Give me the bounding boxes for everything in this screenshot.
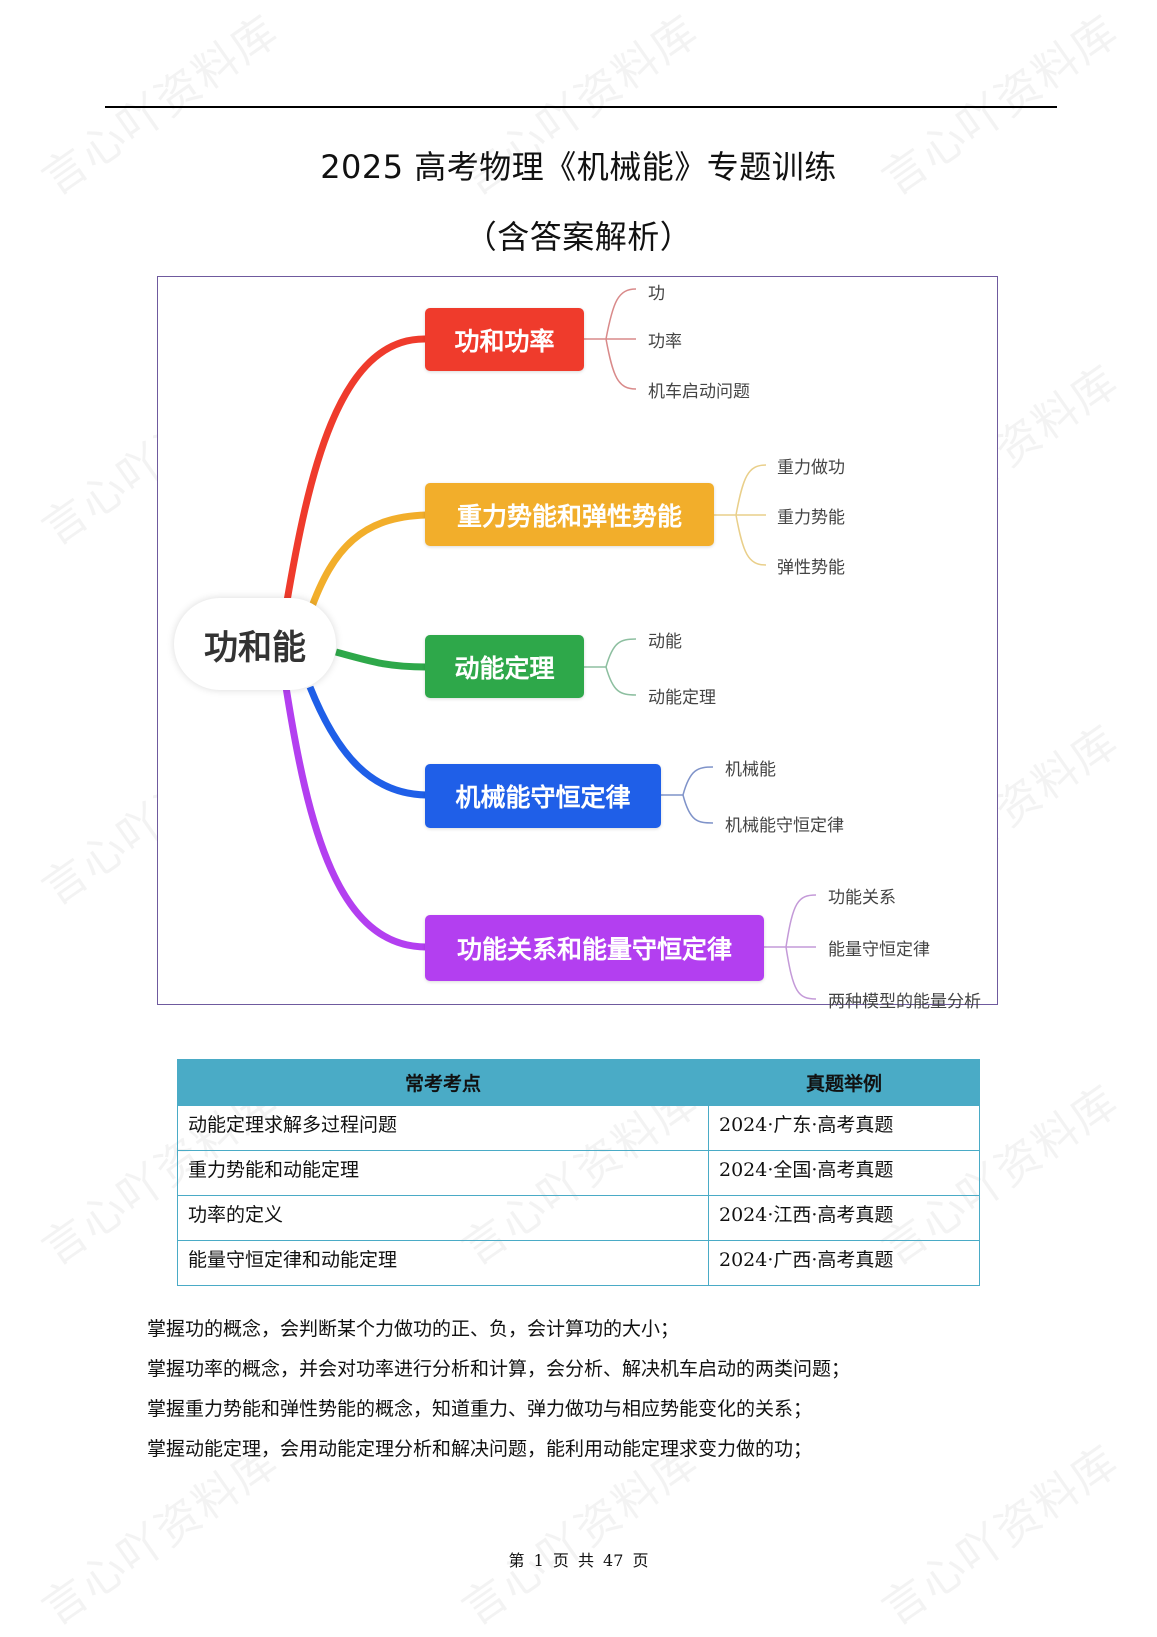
mindmap-leaf: 功率 <box>648 332 682 352</box>
mindmap-branch-kinetic-theorem: 动能定理 <box>425 635 584 698</box>
header-rule <box>105 106 1057 108</box>
table-row: 功率的定义 2024·江西·高考真题 <box>177 1195 980 1241</box>
exam-point-cell: 动能定理求解多过程问题 <box>177 1105 709 1151</box>
objective-line: 掌握重力势能和弹性势能的概念，知道重力、弹力做功与相应势能变化的关系； <box>147 1398 813 1420</box>
exam-points-table: 常考考点 真题举例 动能定理求解多过程问题 2024·广东·高考真题 重力势能和… <box>177 1059 980 1286</box>
page-number-footer: 第 1 页 共 47 页 <box>508 1551 649 1570</box>
mindmap-leaf: 动能 <box>648 632 682 652</box>
column-header-real-exam: 真题举例 <box>708 1059 980 1106</box>
table-row: 能量守恒定律和动能定理 2024·广西·高考真题 <box>177 1240 980 1286</box>
mindmap-leaf: 机械能 <box>725 760 776 780</box>
real-exam-cell: 2024·广西·高考真题 <box>708 1240 980 1286</box>
exam-point-cell: 功率的定义 <box>177 1195 709 1241</box>
mindmap-leaf: 功 <box>648 284 665 304</box>
mindmap-leaf: 重力势能 <box>777 508 845 528</box>
mindmap-leaf: 重力做功 <box>777 458 845 478</box>
mindmap-leaf: 能量守恒定律 <box>828 940 930 960</box>
exam-point-cell: 重力势能和动能定理 <box>177 1150 709 1196</box>
mindmap-center-node: 功和能 <box>174 598 336 690</box>
table-header-row: 常考考点 真题举例 <box>177 1059 980 1106</box>
column-header-exam-point: 常考考点 <box>177 1059 709 1106</box>
real-exam-cell: 2024·江西·高考真题 <box>708 1195 980 1241</box>
mindmap-branch-potential-energy: 重力势能和弹性势能 <box>425 483 714 546</box>
mindmap-leaf: 机车启动问题 <box>648 382 750 402</box>
mindmap-branch-mechanical-conservation: 机械能守恒定律 <box>425 764 661 828</box>
real-exam-cell: 2024·广东·高考真题 <box>708 1105 980 1151</box>
mindmap-leaf: 弹性势能 <box>777 558 845 578</box>
mindmap-leaf: 两种模型的能量分析 <box>828 992 981 1012</box>
mindmap-leaf: 功能关系 <box>828 888 896 908</box>
page-title: 2025 高考物理《机械能》专题训练 <box>320 148 837 186</box>
page-subtitle: （含答案解析） <box>464 218 693 256</box>
mindmap-branch-work-power: 功和功率 <box>425 308 584 371</box>
table-row: 动能定理求解多过程问题 2024·广东·高考真题 <box>177 1105 980 1151</box>
real-exam-cell: 2024·全国·高考真题 <box>708 1150 980 1196</box>
mindmap-leaf: 动能定理 <box>648 688 716 708</box>
mindmap-branch-energy-conservation: 功能关系和能量守恒定律 <box>425 915 764 981</box>
mindmap-leaf: 机械能守恒定律 <box>725 816 844 836</box>
watermark: 言心吖资料库 <box>872 1435 1129 1636</box>
table-row: 重力势能和动能定理 2024·全国·高考真题 <box>177 1150 980 1196</box>
objective-line: 掌握功的概念，会判断某个力做功的正、负，会计算功的大小； <box>147 1318 680 1340</box>
objective-line: 掌握动能定理，会用动能定理分析和解决问题，能利用动能定理求变力做的功； <box>147 1438 813 1460</box>
exam-point-cell: 能量守恒定律和动能定理 <box>177 1240 709 1286</box>
objective-line: 掌握功率的概念，并会对功率进行分析和计算，会分析、解决机车启动的两类问题； <box>147 1358 851 1380</box>
mindmap-diagram: 功和能 功和功率 重力势能和弹性势能 动能定理 机械能守恒定律 功能关系和能量守… <box>157 276 998 1012</box>
mindmap-connectors <box>282 288 817 1000</box>
